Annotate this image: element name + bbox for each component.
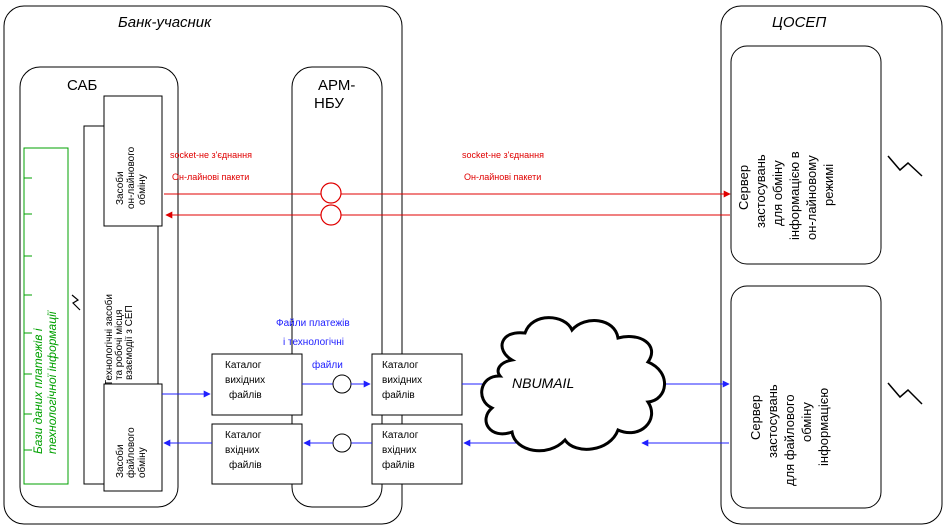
svg-text:інформацією в: інформацією в	[787, 151, 802, 240]
lightning-icon	[71, 294, 81, 311]
online-in-node	[320, 204, 342, 226]
catalog-in-left: Каталог вхідних файлів	[211, 423, 303, 485]
packets-label-left: Он-лайнові пакети	[172, 172, 249, 182]
svg-text:Каталог: Каталог	[382, 360, 419, 371]
online-means-line1: Засоби	[114, 171, 126, 205]
svg-text:Каталог: Каталог	[382, 430, 419, 441]
files-label: Файли платежів і технологічні файли	[276, 318, 350, 371]
sab-title: САБ	[67, 77, 98, 94]
svg-text:файлів: файлів	[382, 389, 415, 401]
nbumail-label: NBUMAIL	[512, 375, 574, 391]
tech-means-line2: та робочі місця	[113, 310, 125, 380]
files-label-line3: файли	[312, 359, 343, 371]
tech-means-line1: Технологічні засоби	[103, 294, 115, 386]
lightning-icon	[887, 382, 923, 405]
database-box: Бази даних платежів і технологічної інфо…	[23, 147, 69, 485]
online-means-line2: он-лайнового	[126, 146, 137, 209]
svg-text:Каталог: Каталог	[225, 430, 262, 441]
file-out-node	[332, 374, 352, 394]
svg-text:вхідних: вхідних	[225, 445, 259, 456]
file-in-node	[332, 433, 352, 453]
file-means-line2: файлового	[125, 427, 137, 478]
svg-text:обміну: обміну	[799, 402, 814, 442]
files-label-line1: Файли платежів	[276, 318, 350, 329]
cosep-container: ЦОСЕП	[720, 5, 943, 525]
online-out-node	[320, 182, 342, 204]
svg-text:Сервер: Сервер	[748, 395, 763, 440]
svg-text:Каталог: Каталог	[225, 360, 262, 371]
database-label-line2: технологічної інформації	[45, 310, 59, 454]
server-online: Сервер застосувань для обміну інформаціє…	[730, 45, 923, 265]
online-means-box: Засоби он-лайнового обміну	[103, 95, 163, 227]
bank-title: Банк-учасник	[118, 14, 212, 31]
svg-text:он-лайновому: он-лайновому	[804, 155, 819, 240]
svg-text:для файлового: для файлового	[782, 394, 797, 486]
svg-text:застосувань: застосувань	[753, 154, 768, 228]
svg-text:вхідних: вхідних	[382, 445, 416, 456]
socket-label-left: socket-не з'єднання	[170, 150, 252, 160]
svg-text:файлів: файлів	[229, 459, 262, 471]
cosep-title: ЦОСЕП	[772, 14, 826, 31]
catalog-out-right: Каталог вихідних файлів	[371, 353, 463, 416]
server-file: Сервер застосувань для файлового обміну …	[730, 285, 923, 509]
bank-container: Банк-учасник	[3, 5, 403, 525]
svg-text:для обміну: для обміну	[770, 160, 785, 226]
svg-text:файлів: файлів	[229, 389, 262, 401]
catalog-out-left: Каталог вихідних файлів	[211, 353, 303, 416]
files-label-line2: і технологічні	[283, 337, 344, 348]
catalog-in-right: Каталог вхідних файлів	[371, 423, 463, 485]
socket-label-right: socket-не з'єднання	[462, 150, 544, 160]
packets-label-right: Он-лайнові пакети	[464, 172, 541, 182]
svg-text:режимі: режимі	[821, 164, 836, 206]
file-means-box: Засоби файлового обміну	[103, 383, 163, 492]
svg-text:Сервер: Сервер	[736, 165, 751, 210]
sab-container: САБ	[19, 66, 179, 508]
svg-text:інформацією: інформацією	[816, 388, 831, 466]
file-means-line1: Засоби	[114, 444, 126, 478]
nbumail-cloud: NBUMAIL	[480, 316, 666, 453]
lightning-icon	[887, 155, 923, 177]
tech-means-line3: взаємодії з СЕП	[124, 305, 135, 380]
svg-text:вихідних: вихідних	[382, 375, 422, 386]
database-label-line1: Бази даних платежів і	[31, 328, 45, 454]
online-flows: socket-не з'єднання Он-лайнові пакети so…	[164, 150, 731, 226]
online-means-line3: обміну	[136, 174, 148, 205]
svg-text:застосувань: застосувань	[765, 384, 780, 458]
file-flows	[162, 374, 730, 453]
svg-text:файлів: файлів	[382, 459, 415, 471]
arm-nbu-container: АРМ- НБУ	[291, 66, 383, 508]
arm-title-line2: НБУ	[314, 95, 344, 112]
svg-text:вихідних: вихідних	[225, 375, 265, 386]
cloud-icon	[480, 316, 666, 453]
arm-title-line1: АРМ-	[318, 77, 355, 94]
file-means-line3: обміну	[136, 447, 148, 478]
